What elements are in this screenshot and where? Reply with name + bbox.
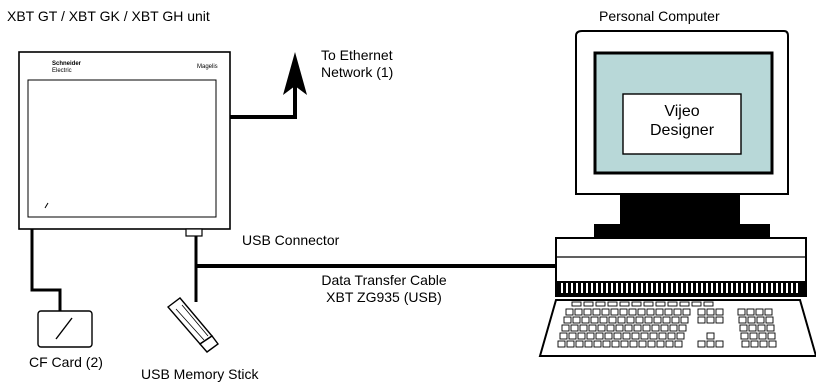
ethernet-line xyxy=(230,52,307,119)
terminal-model-badge: Magelis xyxy=(197,64,218,70)
cable-label: Data Transfer Cable XBT ZG935 (USB) xyxy=(296,272,472,306)
pc-title: Personal Computer xyxy=(599,8,720,24)
usb-connector-port xyxy=(185,228,203,237)
ethernet-label: To Ethernet Network (1) xyxy=(321,47,393,81)
monitor-stand xyxy=(594,194,770,238)
terminal-brand-logo: Schneider Electric xyxy=(52,61,81,75)
keyboard xyxy=(538,299,816,357)
cf-card-line xyxy=(30,229,62,311)
unit-title: XBT GT / XBT GK / XBT GH unit xyxy=(7,8,210,24)
computer-base-unit xyxy=(555,237,807,297)
app-window xyxy=(622,93,742,155)
ethernet-line-1: To Ethernet xyxy=(321,47,393,63)
ethernet-arrow-icon xyxy=(283,52,307,95)
brand-line-2: Electric xyxy=(52,68,72,74)
app-line-1: Vijeo xyxy=(664,103,700,120)
cable-line-2: XBT ZG935 (USB) xyxy=(326,289,442,305)
monitor-app-text: Vijeo Designer xyxy=(623,102,741,140)
cable-line-1: Data Transfer Cable xyxy=(321,272,447,288)
usb-connector-label: USB Connector xyxy=(242,232,340,248)
pc-monitor xyxy=(575,30,789,195)
cf-card-icon xyxy=(37,310,93,348)
app-line-2: Designer xyxy=(649,122,715,139)
brand-line-1: Schneider xyxy=(52,61,82,67)
usb-stick-label: USB Memory Stick xyxy=(141,366,259,382)
cf-card-label: CF Card (2) xyxy=(29,354,103,370)
ethernet-line-2: Network (1) xyxy=(321,64,394,80)
hmi-terminal-unit xyxy=(18,51,231,230)
usb-memory-stick-icon xyxy=(166,297,219,353)
